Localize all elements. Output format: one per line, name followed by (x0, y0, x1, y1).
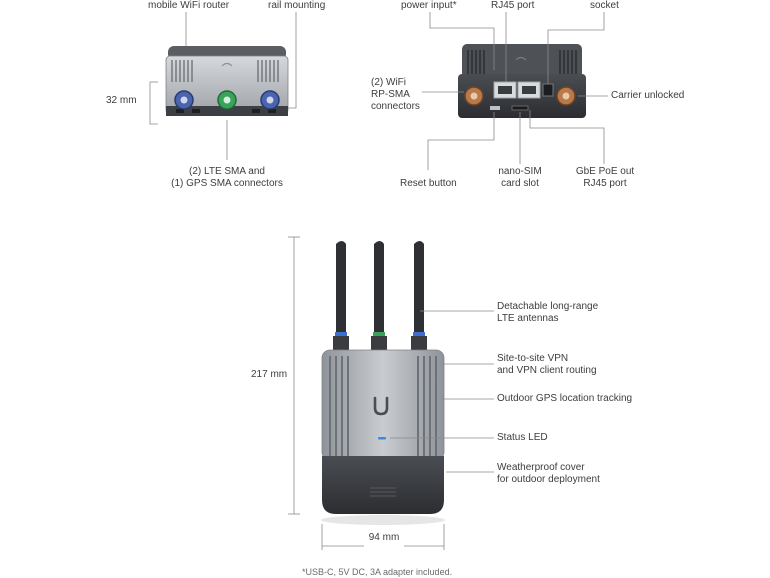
label-mobile-wifi-router: mobile WiFi router (148, 0, 230, 11)
label-power-input: power input* (401, 0, 457, 11)
label-cover-line1: Weatherproof cover (497, 462, 585, 473)
label-top-height: 32 mm (106, 95, 137, 106)
label-gbe-poe-out: GbE PoE out RJ45 port (570, 166, 640, 190)
label-wifi-line1: (2) WiFi (371, 77, 406, 88)
label-reset-button: Reset button (400, 178, 457, 189)
label-nano-sim-line2: card slot (501, 178, 539, 189)
label-carrier-unlocked: Carrier unlocked (611, 90, 685, 101)
top-right-leader-lines (422, 12, 608, 170)
label-wifi-line3: connectors (371, 101, 420, 112)
label-wifi-connectors: (2) WiFi RP-SMA connectors (371, 77, 420, 113)
main-device-leader-lines (288, 236, 494, 550)
top-left-leader-lines (149, 12, 297, 160)
label-cover-line2: for outdoor deployment (497, 474, 600, 485)
label-status-led: Status LED (497, 432, 548, 443)
label-main-width: 94 mm (368, 532, 400, 543)
label-gps-tracking: Outdoor GPS location tracking (497, 393, 633, 404)
label-weatherproof-cover: Weatherproof cover for outdoor deploymen… (497, 462, 600, 486)
label-wifi-line2: RP-SMA (371, 89, 410, 100)
status-led-indicator (378, 437, 386, 440)
top-right-router-rear-view (458, 44, 586, 118)
main-device (321, 241, 445, 525)
label-lte-antennas: Detachable long-range LTE antennas (497, 301, 598, 325)
label-main-height: 217 mm (251, 369, 288, 380)
label-rj45-port: RJ45 port (491, 0, 535, 11)
brand-logo-icon (373, 396, 389, 416)
label-antennas-line2: LTE antennas (497, 313, 559, 324)
label-vpn-line2: and VPN client routing (497, 365, 597, 376)
label-vpn-line1: Site-to-site VPN (497, 353, 569, 364)
label-lte-gps-connectors: (2) LTE SMA and (1) GPS SMA connectors (158, 166, 296, 190)
label-antennas-line1: Detachable long-range (497, 301, 599, 312)
label-gbe-line1: GbE PoE out (575, 166, 635, 177)
label-gbe-line2: RJ45 port (583, 178, 627, 189)
label-rail-mounting: rail mounting (268, 0, 326, 11)
top-left-router-front-view (165, 46, 289, 116)
label-socket: socket (590, 0, 619, 11)
footnote: *USB-C, 5V DC, 3A adapter included. (302, 567, 453, 577)
lte-antennas-graphic (333, 241, 427, 354)
label-lte-gps-line2: (1) GPS SMA connectors (171, 178, 283, 189)
label-nano-sim-slot: nano-SIM card slot (490, 166, 550, 190)
label-lte-gps-line1: (2) LTE SMA and (189, 166, 265, 177)
label-nano-sim-line1: nano-SIM (498, 166, 542, 177)
label-vpn-routing: Site-to-site VPN and VPN client routing (497, 353, 597, 377)
